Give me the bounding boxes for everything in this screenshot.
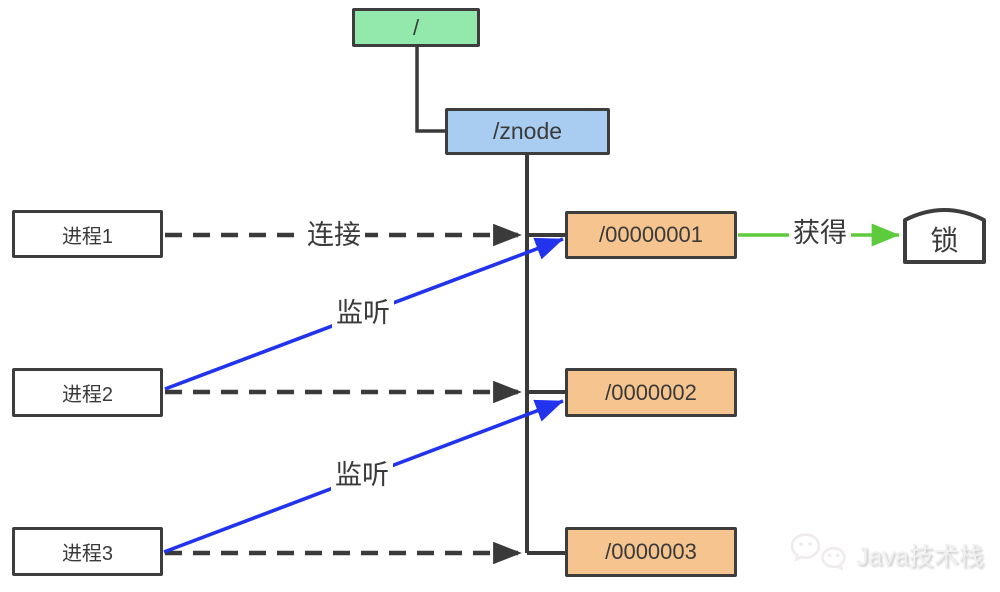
node-lock-label: 锁 [930, 224, 959, 256]
node-seq3: /0000003 [565, 527, 737, 577]
node-process2-label: 进程2 [61, 384, 114, 406]
node-process2: 进程2 [12, 368, 163, 417]
node-process3: 进程3 [12, 527, 163, 576]
edge-label-acquire: 获得 [789, 218, 851, 249]
edge-label-connect: 连接 [303, 220, 365, 251]
node-process1: 进程1 [12, 210, 163, 258]
node-process1-label: 进程1 [61, 225, 114, 248]
node-root: / [352, 8, 480, 47]
watermark: Java技术栈 [790, 531, 984, 578]
edge-label-watch2: 监听 [331, 460, 393, 491]
node-znode: /znode [445, 108, 610, 155]
lock-shape [903, 208, 986, 264]
node-process3-label: 进程3 [61, 543, 114, 565]
edge-root-to-znode [415, 47, 445, 133]
node-znode-label: /znode [492, 118, 563, 144]
edge-label-watch1: 监听 [332, 298, 394, 329]
node-seq3-label: /0000003 [605, 539, 697, 564]
wechat-icon [790, 531, 848, 578]
node-seq1-label: /00000001 [599, 222, 703, 247]
node-root-label: / [412, 14, 420, 40]
node-seq2-label: /0000002 [605, 379, 697, 405]
node-seq2: /0000002 [565, 368, 737, 417]
node-seq1: /00000001 [565, 211, 737, 259]
watermark-text: Java技术栈 [856, 542, 984, 571]
